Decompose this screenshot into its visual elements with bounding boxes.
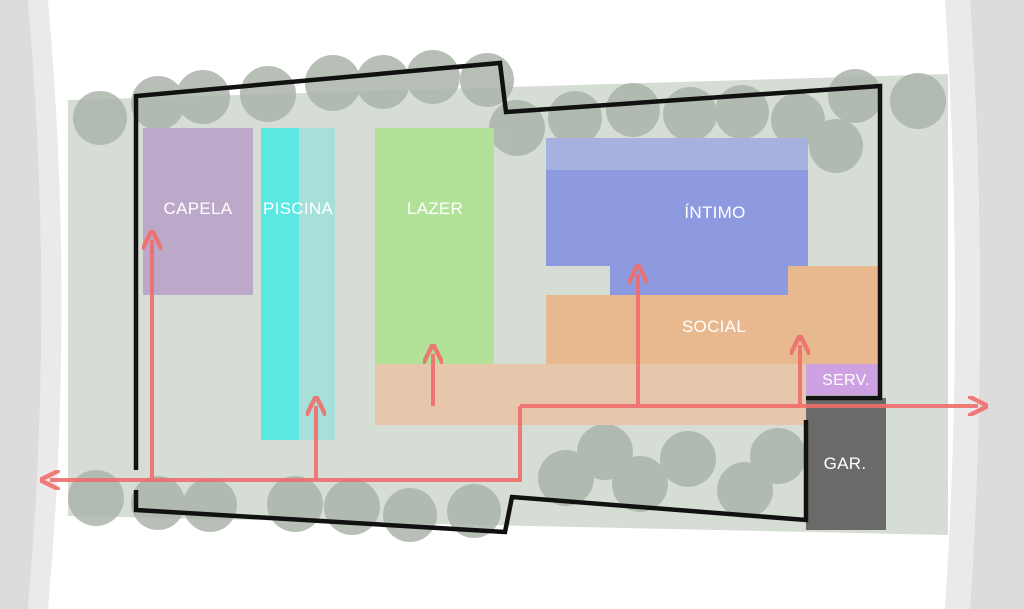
zone-intimo-top: [546, 138, 808, 170]
tree: [612, 456, 668, 512]
right-street-edge: [945, 0, 980, 609]
label-servico: SERV.: [822, 372, 870, 389]
tree: [771, 93, 825, 147]
trees: [68, 50, 946, 542]
left-street: [0, 0, 42, 609]
label-social: SOCIAL: [682, 317, 746, 336]
tree: [305, 55, 361, 111]
tree: [447, 484, 501, 538]
tree: [828, 69, 882, 123]
tree: [890, 73, 946, 129]
tree: [131, 76, 185, 130]
label-garagem: GAR.: [824, 454, 867, 473]
boundary-south: [133, 420, 809, 535]
circulation-flows: [50, 240, 978, 480]
zone-capela: [143, 128, 253, 295]
tree: [324, 479, 380, 535]
tree: [68, 470, 124, 526]
tree: [548, 91, 602, 145]
boundary-north-west: [133, 60, 883, 470]
zone-piscina-shallow: [299, 128, 335, 440]
right-street: [970, 0, 1024, 609]
site-boundary: [133, 60, 883, 535]
label-intimo: ÍNTIMO: [684, 203, 745, 222]
tree: [489, 100, 545, 156]
tree: [356, 55, 410, 109]
label-capela: CAPELA: [164, 199, 233, 218]
tree: [660, 431, 716, 487]
zone-lazer: [375, 128, 494, 364]
zone-intimo: [546, 170, 808, 295]
left-street-edge: [28, 0, 62, 609]
zone-garagem: [806, 398, 886, 530]
tree: [750, 428, 806, 484]
tree: [267, 476, 323, 532]
tree: [663, 87, 717, 141]
tree: [183, 478, 237, 532]
tree: [383, 488, 437, 542]
label-piscina: PISCINA: [263, 199, 333, 218]
tree: [176, 70, 230, 124]
zone-circulation: [375, 364, 806, 425]
label-lazer: LAZER: [407, 199, 463, 218]
zone-servico: [806, 364, 880, 395]
zone-piscina-deep: [261, 128, 299, 440]
tree: [809, 119, 863, 173]
tree: [406, 50, 460, 104]
tree: [240, 66, 296, 122]
tree: [606, 83, 660, 137]
tree: [73, 91, 127, 145]
flow-arrow-main-left: [50, 406, 522, 480]
tree: [131, 476, 185, 530]
